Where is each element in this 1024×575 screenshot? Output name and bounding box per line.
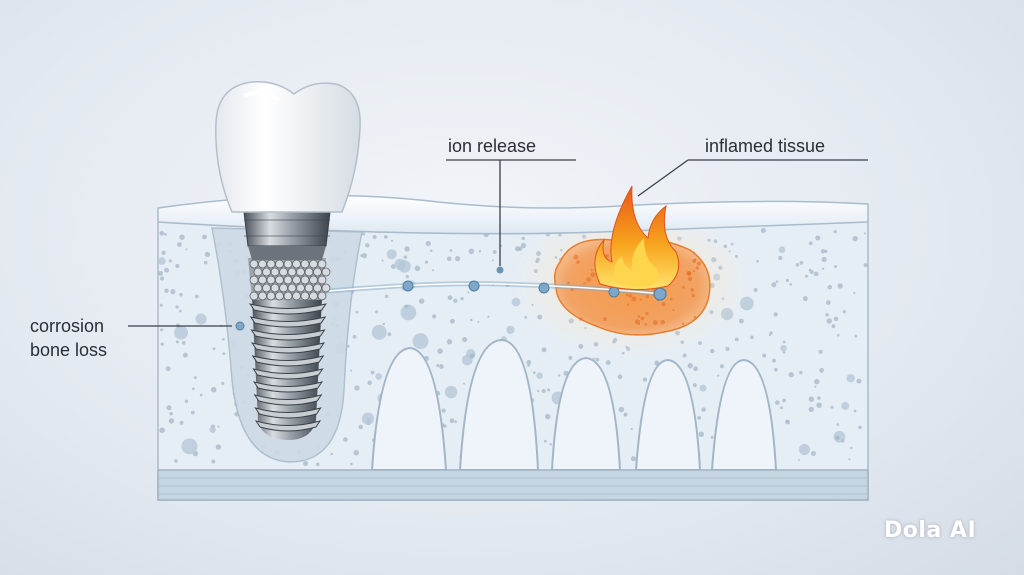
ion-release-label: ion release [448,136,537,156]
bone-loops [370,338,778,471]
leader-lines [128,159,868,327]
bone-loss-label: bone loss [30,340,108,360]
ion-particle-icon [468,280,480,292]
tooth-crown-icon [215,81,361,213]
corrosion-bone-loss-label: corrosion bone loss [30,314,107,362]
flame-icon [594,185,680,291]
corrosion-label: corrosion [30,316,105,336]
ion-release-path [317,266,667,301]
ion-particle-icon [235,321,245,331]
ion-particle-icon [653,287,667,301]
inflamed-tissue-leader [637,159,868,197]
ion-particle-icon [608,286,620,298]
implant-threads [249,303,327,432]
implant-screw-icon [243,211,331,440]
ion-particle-icon [402,280,414,292]
inflamed-tissue-label: inflamed tissue [705,136,826,156]
ion-particle-icon [538,282,550,294]
watermark-logo: Dola AI [884,518,977,543]
ion-release-leader [446,159,576,266]
cortical-layer [157,469,869,501]
corrosion-surface [249,259,331,301]
